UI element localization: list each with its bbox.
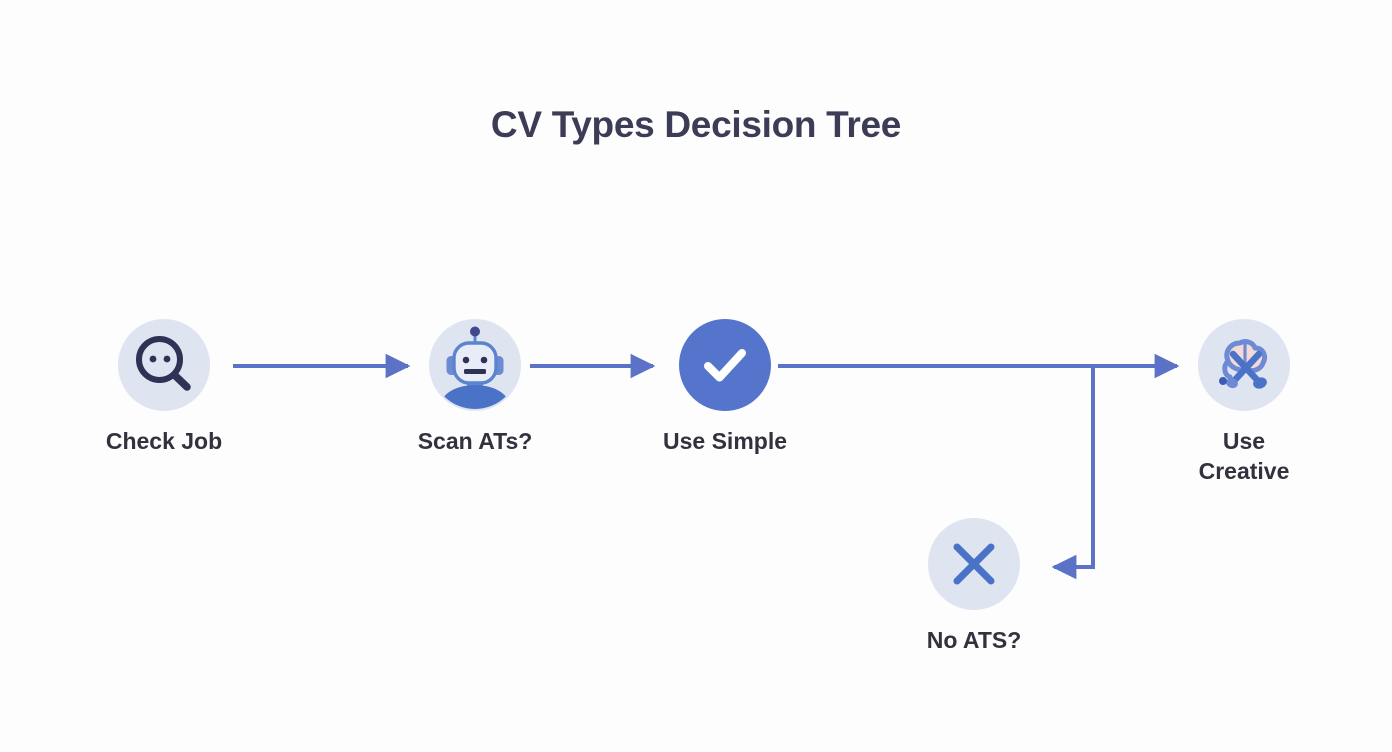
node-no-ats-circle [928, 518, 1020, 610]
node-use-creative[interactable]: Use Creative [1154, 319, 1334, 486]
page-title: CV Types Decision Tree [490, 104, 902, 145]
node-use-creative-label: Use Creative [1198, 428, 1290, 484]
node-check-job-label: Check Job [105, 428, 223, 454]
node-no-ats-label: No ATS? [926, 627, 1022, 653]
node-use-simple[interactable]: Use Simple [635, 319, 815, 456]
node-use-creative-circle [1198, 319, 1290, 411]
cross-icon [953, 543, 995, 585]
magnifier-face-icon [136, 336, 191, 391]
node-no-ats[interactable]: No ATS? [884, 518, 1064, 655]
node-scan-ats-label: Scan ATs? [417, 428, 533, 454]
node-scan-ats-circle [429, 319, 521, 411]
check-icon [704, 349, 746, 382]
robot-icon [441, 326, 509, 409]
node-check-job[interactable]: Check Job [74, 319, 254, 456]
brain-creative-icon [1219, 339, 1268, 389]
node-use-simple-label: Use Simple [663, 428, 787, 454]
node-use-simple-circle [679, 319, 771, 411]
node-check-job-circle [118, 319, 210, 411]
node-scan-ats[interactable]: Scan ATs? [385, 319, 565, 456]
